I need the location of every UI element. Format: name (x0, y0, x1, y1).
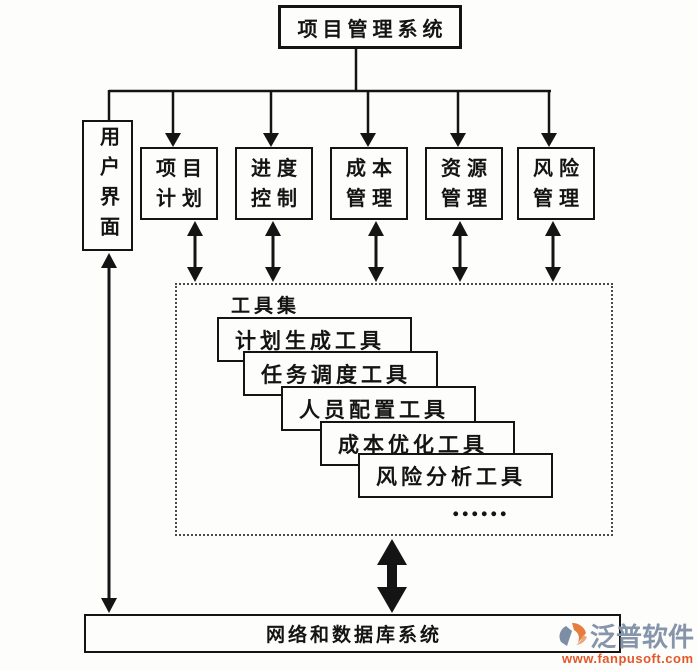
module-box-cost-management: 成本管理 (330, 147, 408, 220)
tool-box-risk-analysis: 风险分析工具 (358, 453, 553, 498)
thick-double-arrow-toolset-database (377, 539, 407, 613)
user-interface-box: 用户界面 (82, 120, 133, 251)
arrow-down-resource-management (450, 92, 466, 147)
module-label: 进度控制 (251, 157, 303, 210)
brand-name: 泛普软件 (590, 622, 695, 652)
system-title-label: 项目管理系统 (297, 18, 448, 41)
double-arrow-project-plan-toolset (187, 221, 203, 282)
arrow-down-risk-management (541, 92, 557, 147)
module-label: 风险管理 (533, 157, 585, 210)
toolset-ellipsis: ...... (452, 490, 509, 523)
module-box-project-plan: 项目计划 (140, 147, 218, 220)
tool-label: 计划生成工具 (235, 328, 385, 353)
tool-label: 人员配置工具 (299, 397, 449, 422)
module-box-schedule-control: 进度控制 (235, 147, 313, 220)
module-box-risk-management: 风险管理 (517, 147, 595, 220)
tool-label: 任务调度工具 (261, 362, 411, 387)
module-box-resource-management: 资源管理 (425, 147, 503, 220)
system-title-box: 项目管理系统 (278, 5, 462, 49)
arrow-down-project-plan (165, 92, 181, 147)
user-interface-label: 用户界面 (96, 125, 119, 246)
toolset-label: 工具集 (231, 296, 301, 317)
brand-row: 泛普软件 (558, 617, 698, 654)
module-label: 资源管理 (441, 157, 493, 210)
tool-label: 风险分析工具 (376, 464, 526, 489)
database-bar-label: 网络和数据库系统 (265, 625, 442, 646)
double-arrow-cost-management-toolset (368, 221, 384, 282)
double-arrow-schedule-control-toolset (265, 221, 281, 282)
double-arrow-resource-management-toolset (452, 221, 468, 282)
database-bar: 网络和数据库系统 (84, 614, 621, 653)
brand-watermark: 泛普软件 www.fanpusoft.com (558, 617, 698, 667)
double-arrow-risk-management-toolset (545, 221, 561, 282)
module-label: 成本管理 (346, 157, 398, 210)
double-arrow-user-interface-database (101, 253, 117, 613)
arrow-down-schedule-control (263, 92, 279, 147)
fanpu-logo-icon (559, 622, 587, 646)
arrow-down-cost-management (360, 92, 376, 147)
module-label: 项目计划 (156, 157, 208, 210)
brand-url: www.fanpusoft.com (562, 651, 694, 666)
tool-label: 成本优化工具 (338, 432, 488, 457)
toolset-container (175, 283, 613, 536)
